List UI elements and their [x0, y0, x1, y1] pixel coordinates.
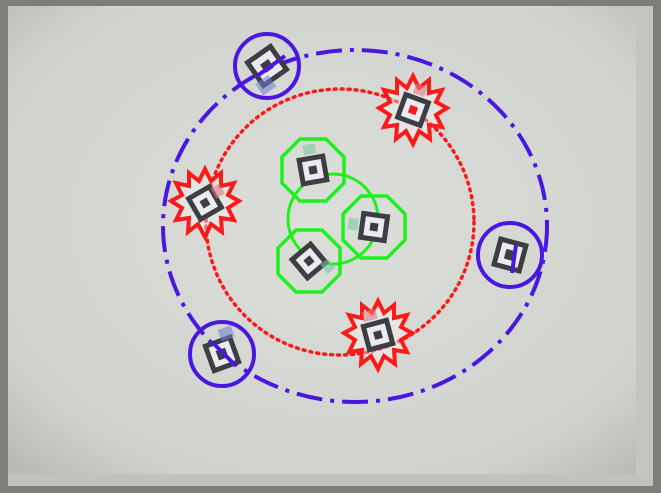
- octagon-marker-icon: [280, 137, 346, 203]
- board-bottom-edge: [8, 474, 653, 486]
- outer-robot: [188, 320, 256, 388]
- outer-robot: [476, 221, 544, 289]
- middle-robot: [375, 71, 451, 149]
- board-right-edge: [636, 6, 653, 486]
- inner-robot: [341, 194, 407, 260]
- outer-robot: [233, 32, 301, 100]
- octagon-marker-icon: [276, 228, 342, 294]
- middle-robot: [340, 296, 416, 374]
- circle-marker-icon: [233, 32, 301, 100]
- inner-robot: [276, 228, 342, 294]
- circle-marker-icon: [476, 221, 544, 289]
- outer-formation-ring: [161, 48, 549, 404]
- board-surface: [8, 6, 653, 486]
- middle-formation-ring: [204, 87, 476, 357]
- octagon-marker-icon: [341, 194, 407, 260]
- inner-robot: [280, 137, 346, 203]
- circle-marker-icon: [188, 320, 256, 388]
- middle-robot: [167, 164, 243, 242]
